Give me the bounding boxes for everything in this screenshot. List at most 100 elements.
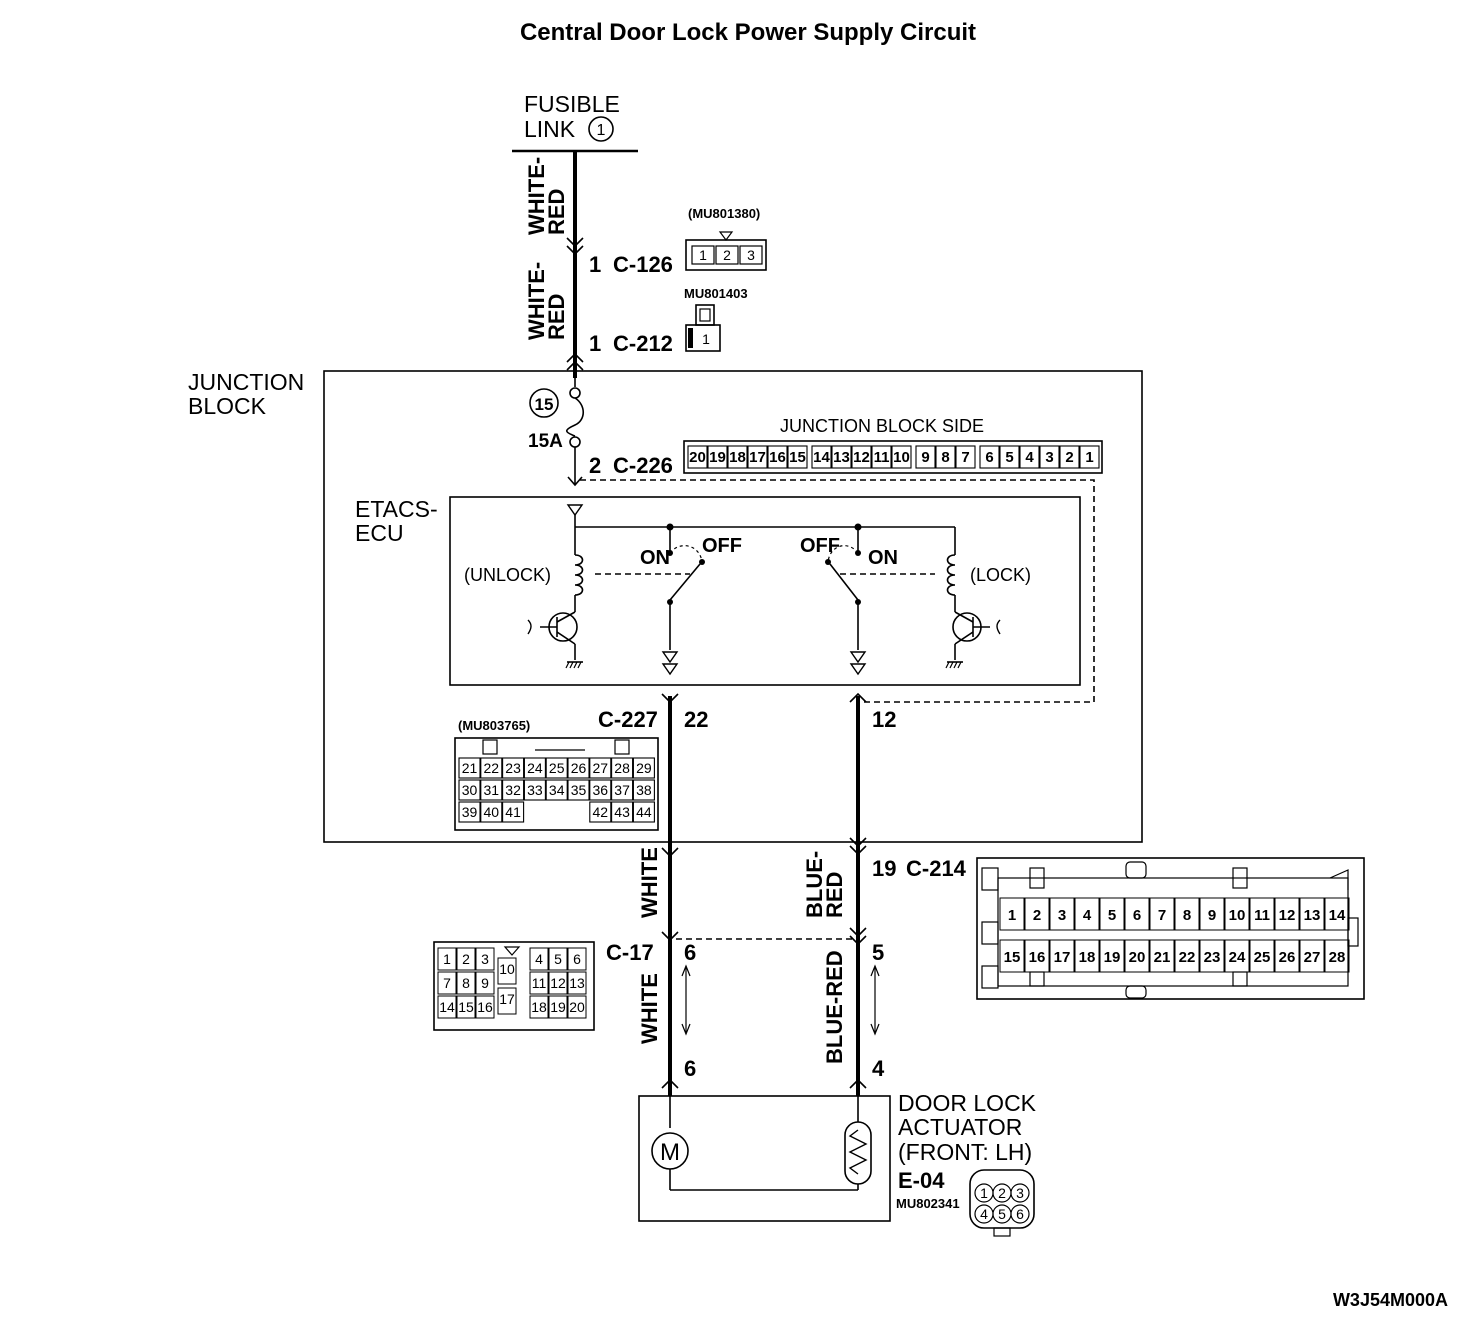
c226-pin-number: 3 bbox=[1045, 449, 1053, 466]
c226-pin-number: 8 bbox=[941, 449, 949, 466]
c227-pin-number: 39 bbox=[462, 804, 478, 820]
c214-pin-number: 13 bbox=[1304, 907, 1321, 924]
fuse-number-circle bbox=[529, 388, 559, 418]
c17-pin-cell bbox=[548, 971, 568, 995]
c226-pin-cell bbox=[871, 445, 892, 469]
c226-pin-number: 5 bbox=[1005, 449, 1013, 466]
c227-pin-number: 26 bbox=[571, 760, 587, 776]
c227-pin-number: 41 bbox=[505, 804, 521, 820]
c214-pin-number: 1 bbox=[1008, 907, 1016, 924]
c17-pin-number: 16 bbox=[477, 999, 493, 1015]
c226-pin-number: 20 bbox=[689, 449, 706, 466]
right-switch-on-label: ON bbox=[868, 547, 898, 569]
relay-lock-label: (LOCK) bbox=[970, 565, 1031, 585]
c226-pin-number: 7 bbox=[961, 449, 969, 466]
fuse-15 bbox=[565, 378, 585, 487]
c214-pin-cell bbox=[1024, 897, 1050, 931]
c226-pin-cell bbox=[1039, 445, 1060, 469]
c126-arrow bbox=[566, 237, 584, 256]
svg-text:1: 1 bbox=[702, 331, 710, 347]
c214-pin-number: 14 bbox=[1329, 907, 1346, 924]
c227-pin-cell bbox=[502, 779, 525, 801]
c227-pin-cell bbox=[523, 757, 546, 779]
fusible-link-number-circle bbox=[588, 116, 614, 142]
actuator-box bbox=[638, 1095, 891, 1222]
c227-pin-number: 32 bbox=[505, 782, 521, 798]
c227-part: (MU803765) bbox=[458, 718, 530, 733]
etacs-ecu-box bbox=[449, 496, 1081, 686]
c214-pin-cell bbox=[1149, 939, 1175, 973]
c17-pin-right: 5 bbox=[872, 940, 884, 965]
junction-block-side-label: JUNCTION BLOCK SIDE bbox=[780, 416, 984, 436]
c214-pin-cell bbox=[1024, 939, 1050, 973]
fusible-link-number: 1 bbox=[597, 122, 606, 139]
svg-text:6: 6 bbox=[1016, 1206, 1024, 1222]
c214-pin-number: 16 bbox=[1029, 949, 1046, 966]
c226-pin-cell bbox=[767, 445, 788, 469]
c214-pin-cell bbox=[1174, 939, 1200, 973]
right-switch-off-label: OFF bbox=[800, 535, 840, 557]
c226-pin-number: 17 bbox=[749, 449, 766, 466]
wire-label-blue-red-2: BLUE-RED bbox=[822, 950, 847, 1064]
c226-pin-cell bbox=[1079, 445, 1100, 469]
c226-pin-number: 11 bbox=[874, 449, 890, 466]
c227-ref: C-227 bbox=[598, 707, 658, 732]
c214-pin-number: 11 bbox=[1254, 907, 1270, 924]
c227-pin-cell bbox=[458, 801, 481, 823]
c214-pin-cell bbox=[1124, 939, 1150, 973]
c17-pin-number: 17 bbox=[499, 991, 515, 1007]
c126-pin-label: 1 bbox=[589, 252, 601, 277]
c214-pin-cell bbox=[999, 897, 1025, 931]
c227-pin-cell bbox=[458, 757, 481, 779]
c214-pin-cell bbox=[1274, 939, 1300, 973]
c226-pin-cell bbox=[891, 445, 912, 469]
fusible-link-label-1: FUSIBLE bbox=[524, 91, 620, 117]
c214-pin-cell bbox=[1074, 897, 1100, 931]
c212-connector-face: 1 bbox=[685, 304, 721, 352]
c227-pin-number: 24 bbox=[527, 760, 543, 776]
c227-pin-number: 30 bbox=[462, 782, 478, 798]
c226-pin-cell bbox=[1059, 445, 1080, 469]
c126-connector-face: 1 2 3 bbox=[685, 231, 767, 271]
c226-pin-number: 9 bbox=[921, 449, 929, 466]
c17-pin-number: 4 bbox=[535, 951, 543, 967]
c226-pin-cell bbox=[687, 445, 708, 469]
c214-pin-label: 19 bbox=[872, 856, 896, 881]
c226-pin-cell bbox=[1019, 445, 1040, 469]
c227-pin-cell bbox=[523, 779, 546, 801]
c214-ref: C-214 bbox=[906, 856, 967, 881]
c17-pin-number: 11 bbox=[532, 975, 547, 991]
c17-pin-number: 5 bbox=[554, 951, 562, 967]
c17-pin-number: 19 bbox=[550, 999, 566, 1015]
svg-text:3: 3 bbox=[747, 247, 755, 263]
c17-pin-cell bbox=[567, 995, 587, 1019]
c226-pin-number: 6 bbox=[985, 449, 993, 466]
c227-pin-cell bbox=[502, 757, 525, 779]
junction-block-box bbox=[323, 370, 1143, 843]
etacs-ecu-label-1: ETACS- bbox=[355, 496, 438, 522]
c214-pin-cell bbox=[1224, 939, 1250, 973]
svg-text:4: 4 bbox=[980, 1206, 988, 1222]
c17-pin-cell bbox=[529, 947, 549, 971]
c17-pin-cell bbox=[548, 995, 568, 1019]
c227-pin-cell bbox=[632, 779, 655, 801]
c214-pin-cell bbox=[1324, 939, 1350, 973]
figure-code: W3J54M000A bbox=[1333, 1290, 1448, 1310]
c227-pin-number: 37 bbox=[614, 782, 630, 798]
c214-pin-cell bbox=[1199, 897, 1225, 931]
c226-pin-cell bbox=[787, 445, 808, 469]
actuator-internal bbox=[651, 1096, 872, 1191]
svg-text:WHITE-: WHITE- bbox=[524, 157, 549, 235]
c17-pin-number: 1 bbox=[443, 951, 451, 967]
c17-arrow-right bbox=[849, 927, 867, 946]
c214-pin-number: 23 bbox=[1204, 949, 1221, 966]
c17-pin-cell bbox=[529, 995, 549, 1019]
c214-pin-number: 28 bbox=[1329, 949, 1346, 966]
c17-pin-number: 14 bbox=[439, 999, 455, 1015]
left-switch-on-label: ON bbox=[640, 547, 670, 569]
wire-label-white-2: WHITE bbox=[637, 973, 662, 1044]
e04-pin-right: 4 bbox=[872, 1056, 885, 1081]
c214-pin-cell bbox=[1049, 939, 1075, 973]
c226-pin-label: 2 bbox=[589, 453, 601, 478]
